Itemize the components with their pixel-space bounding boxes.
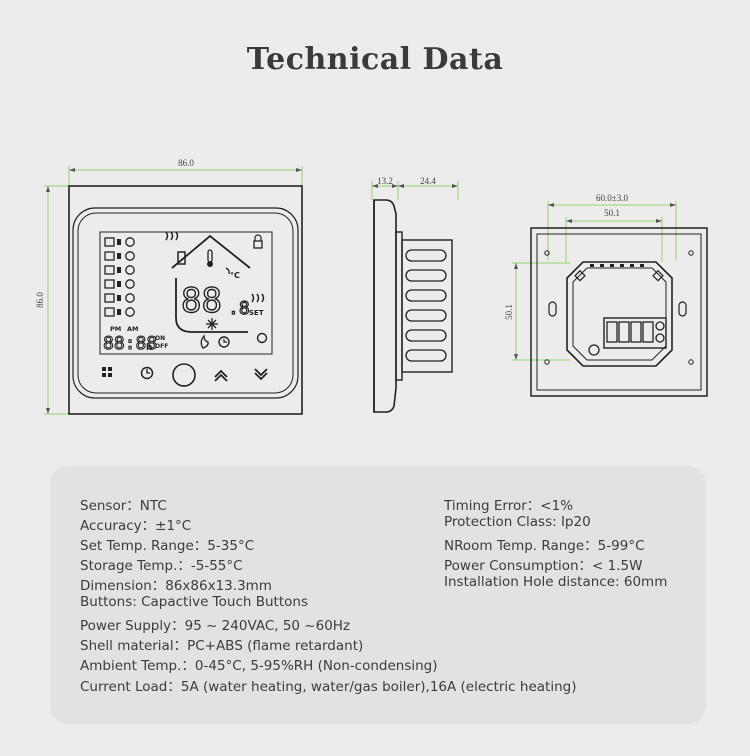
up-button-icon[interactable]: [214, 369, 228, 382]
back-inner-label: 50.1: [604, 208, 620, 218]
spec-power-consumption: Power Consumption：< 1.5W: [444, 558, 643, 574]
back-outer-label: 60.0±3.0: [596, 193, 628, 203]
snowflake-icon: [206, 318, 218, 330]
lcd-temp-digits: 88: [181, 281, 222, 321]
lcd-unit: °C: [230, 271, 240, 280]
lcd-off: OFF: [155, 343, 168, 350]
spec-sensor: Sensor：NTC: [80, 498, 167, 514]
lcd-clock: 88:88: [103, 333, 157, 354]
spec-power-supply: Power Supply：95 ~ 240VAC, 50 ~60Hz: [80, 618, 351, 634]
spec-protection-class: Protection Class: Ip20: [444, 514, 591, 530]
spec-dimension: Dimension：86x86x13.3mm: [80, 578, 272, 594]
spec-storage-temp: Storage Temp.：-5-55°C: [80, 558, 243, 574]
timer-button-icon[interactable]: [140, 366, 154, 380]
spec-accuracy: Accuracy：±1°C: [80, 518, 192, 534]
lcd-set-label: SET: [249, 309, 264, 317]
lcd-on: ON: [155, 335, 165, 342]
technical-drawing: 86.0 86.0: [35, 158, 708, 415]
fan-icon: [256, 332, 268, 344]
spec-shell-material: Shell material：PC+ABS (flame retardant): [80, 638, 364, 654]
back-view: 60.0±3.0 50.1 50.1: [504, 193, 708, 397]
side-depth-a-label: 13.2: [377, 176, 393, 186]
flame-icon: [200, 334, 209, 349]
lcd-h: h: [146, 343, 152, 353]
side-view: 13.2 24.4: [371, 176, 459, 413]
spec-ambient-temp: Ambient Temp.：0-45°C, 5-95%RH (Non-conde…: [80, 658, 438, 674]
touch-buttons: [102, 363, 268, 387]
page-title: Technical Data: [246, 42, 504, 77]
spec-timing-error: Timing Error：<1%: [444, 498, 574, 514]
front-width-label: 86.0: [178, 158, 194, 168]
power-button-icon[interactable]: [172, 363, 196, 387]
front-view: 86.0 86.0: [35, 158, 303, 415]
lcd-temp-decimal: .8: [228, 298, 250, 319]
back-height-label: 50.1: [504, 304, 514, 320]
spec-current-load: Current Load：5A (water heating, water/ga…: [80, 679, 577, 695]
menu-button-icon[interactable]: [102, 367, 112, 377]
spec-installation-hole: Installation Hole distance: 60mm: [444, 574, 668, 590]
side-depth-b-label: 24.4: [420, 176, 436, 186]
lcd-am: AM: [127, 325, 139, 333]
spec-set-temp-range: Set Temp. Range：5-35°C: [80, 538, 255, 554]
specs-panel: [50, 466, 706, 724]
front-height-label: 86.0: [35, 292, 45, 308]
clock-icon: [218, 336, 230, 348]
spec-buttons: Buttons: Capactive Touch Buttons: [80, 594, 308, 610]
down-button-icon[interactable]: [254, 368, 268, 381]
spec-room-temp-range: NRoom Temp. Range：5-99°C: [444, 538, 645, 554]
lcd-pm: PM: [110, 325, 121, 333]
